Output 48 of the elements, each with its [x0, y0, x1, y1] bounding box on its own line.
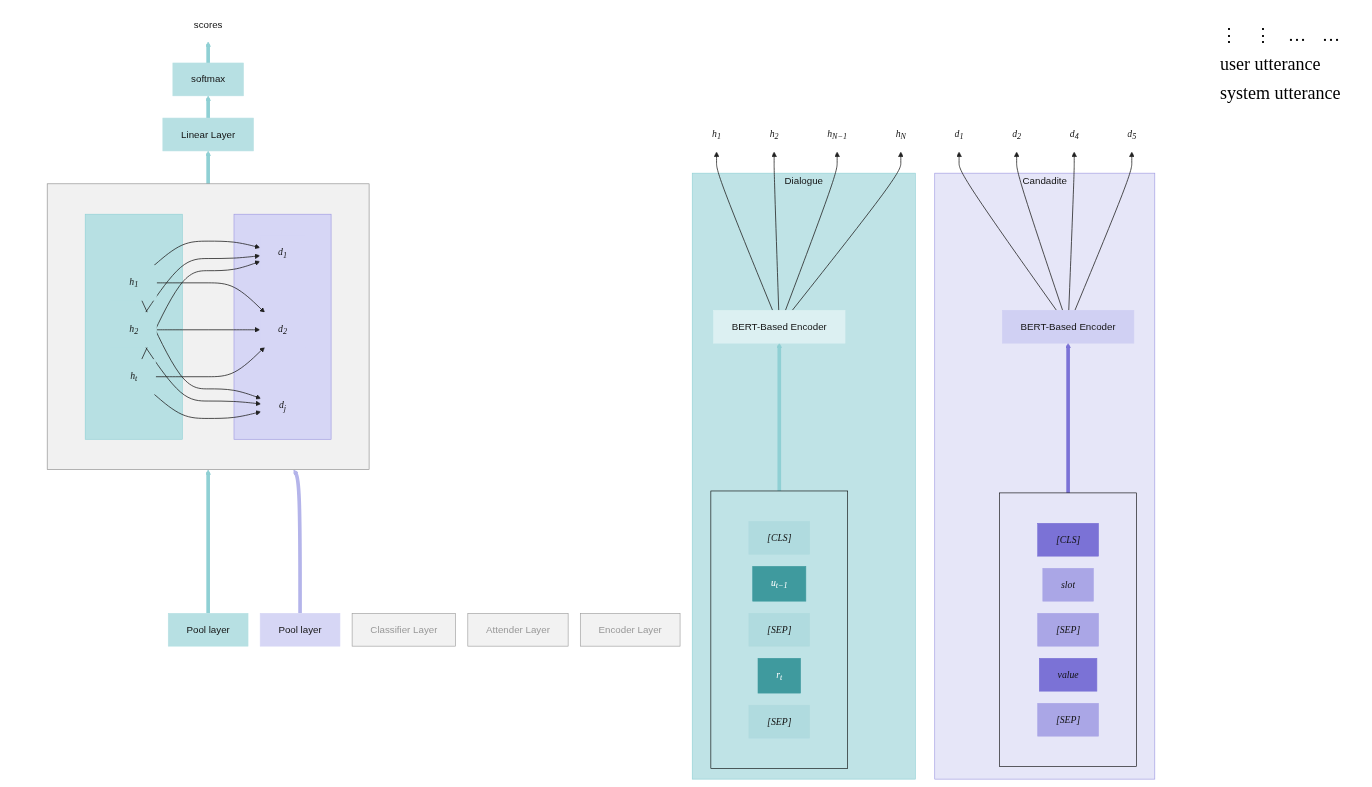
node-box: [CLS] — [1037, 522, 1099, 556]
text-label: … — [1322, 25, 1340, 46]
node-box: BERT-Based Encoder — [713, 309, 846, 343]
node-box: r$_{t}$ — [757, 657, 801, 693]
node-text: d$_{2}$ — [278, 322, 287, 336]
text-label: ⋮ — [1254, 24, 1272, 46]
node-text: h$_{t}$ — [130, 369, 138, 383]
arrow — [776, 342, 782, 491]
node-box: value — [1039, 657, 1098, 691]
cluster — [710, 490, 848, 769]
arrow — [205, 40, 211, 63]
node-box: [SEP] — [1037, 612, 1099, 646]
text-label: ⋮ — [1220, 24, 1238, 46]
node-text: h$_{1}$ — [712, 127, 722, 141]
arrow — [205, 95, 211, 118]
node-box: Encoder Layer — [580, 612, 681, 646]
node-box: softmax — [172, 62, 244, 96]
node-box: Linear Layer — [162, 117, 254, 151]
node-box: Pool layer — [167, 612, 249, 646]
node-text: h$_{N−1}$ — [827, 127, 848, 141]
node-box: Attender Layer — [467, 612, 569, 646]
text-label: … — [1288, 25, 1306, 46]
cluster — [999, 492, 1137, 767]
node-text: d$_{5}$ — [1127, 127, 1137, 141]
node-text: d$_{4}$ — [1069, 127, 1079, 141]
node-text: scores — [193, 19, 223, 30]
arrow — [293, 468, 302, 613]
node-text: h$_{2}$ — [769, 127, 779, 141]
node-box: u$_{t−1}$ — [752, 565, 807, 601]
node-text: d$_{1}$ — [278, 246, 287, 260]
node-box: [SEP] — [1037, 702, 1099, 736]
node-text: d$_{2}$ — [1012, 127, 1022, 141]
node-box: Pool layer — [259, 612, 341, 646]
node-text: h$_{1}$ — [129, 275, 139, 289]
arrow — [205, 468, 211, 613]
text-label: system utterance — [1220, 83, 1341, 104]
node-box: BERT-Based Encoder — [1002, 309, 1135, 343]
node-box: Classifier Layer — [351, 612, 456, 646]
arrow — [1065, 342, 1071, 493]
cluster — [233, 213, 332, 440]
text-label: user utterance — [1220, 54, 1321, 75]
node-text: d$_{1}$ — [954, 127, 964, 141]
node-text: d$_{j}$ — [278, 399, 287, 413]
arrow — [205, 150, 211, 184]
node-box: slot — [1042, 567, 1094, 601]
cluster — [46, 183, 370, 470]
node-text: h$_{N}$ — [895, 127, 906, 141]
cluster — [84, 213, 183, 440]
